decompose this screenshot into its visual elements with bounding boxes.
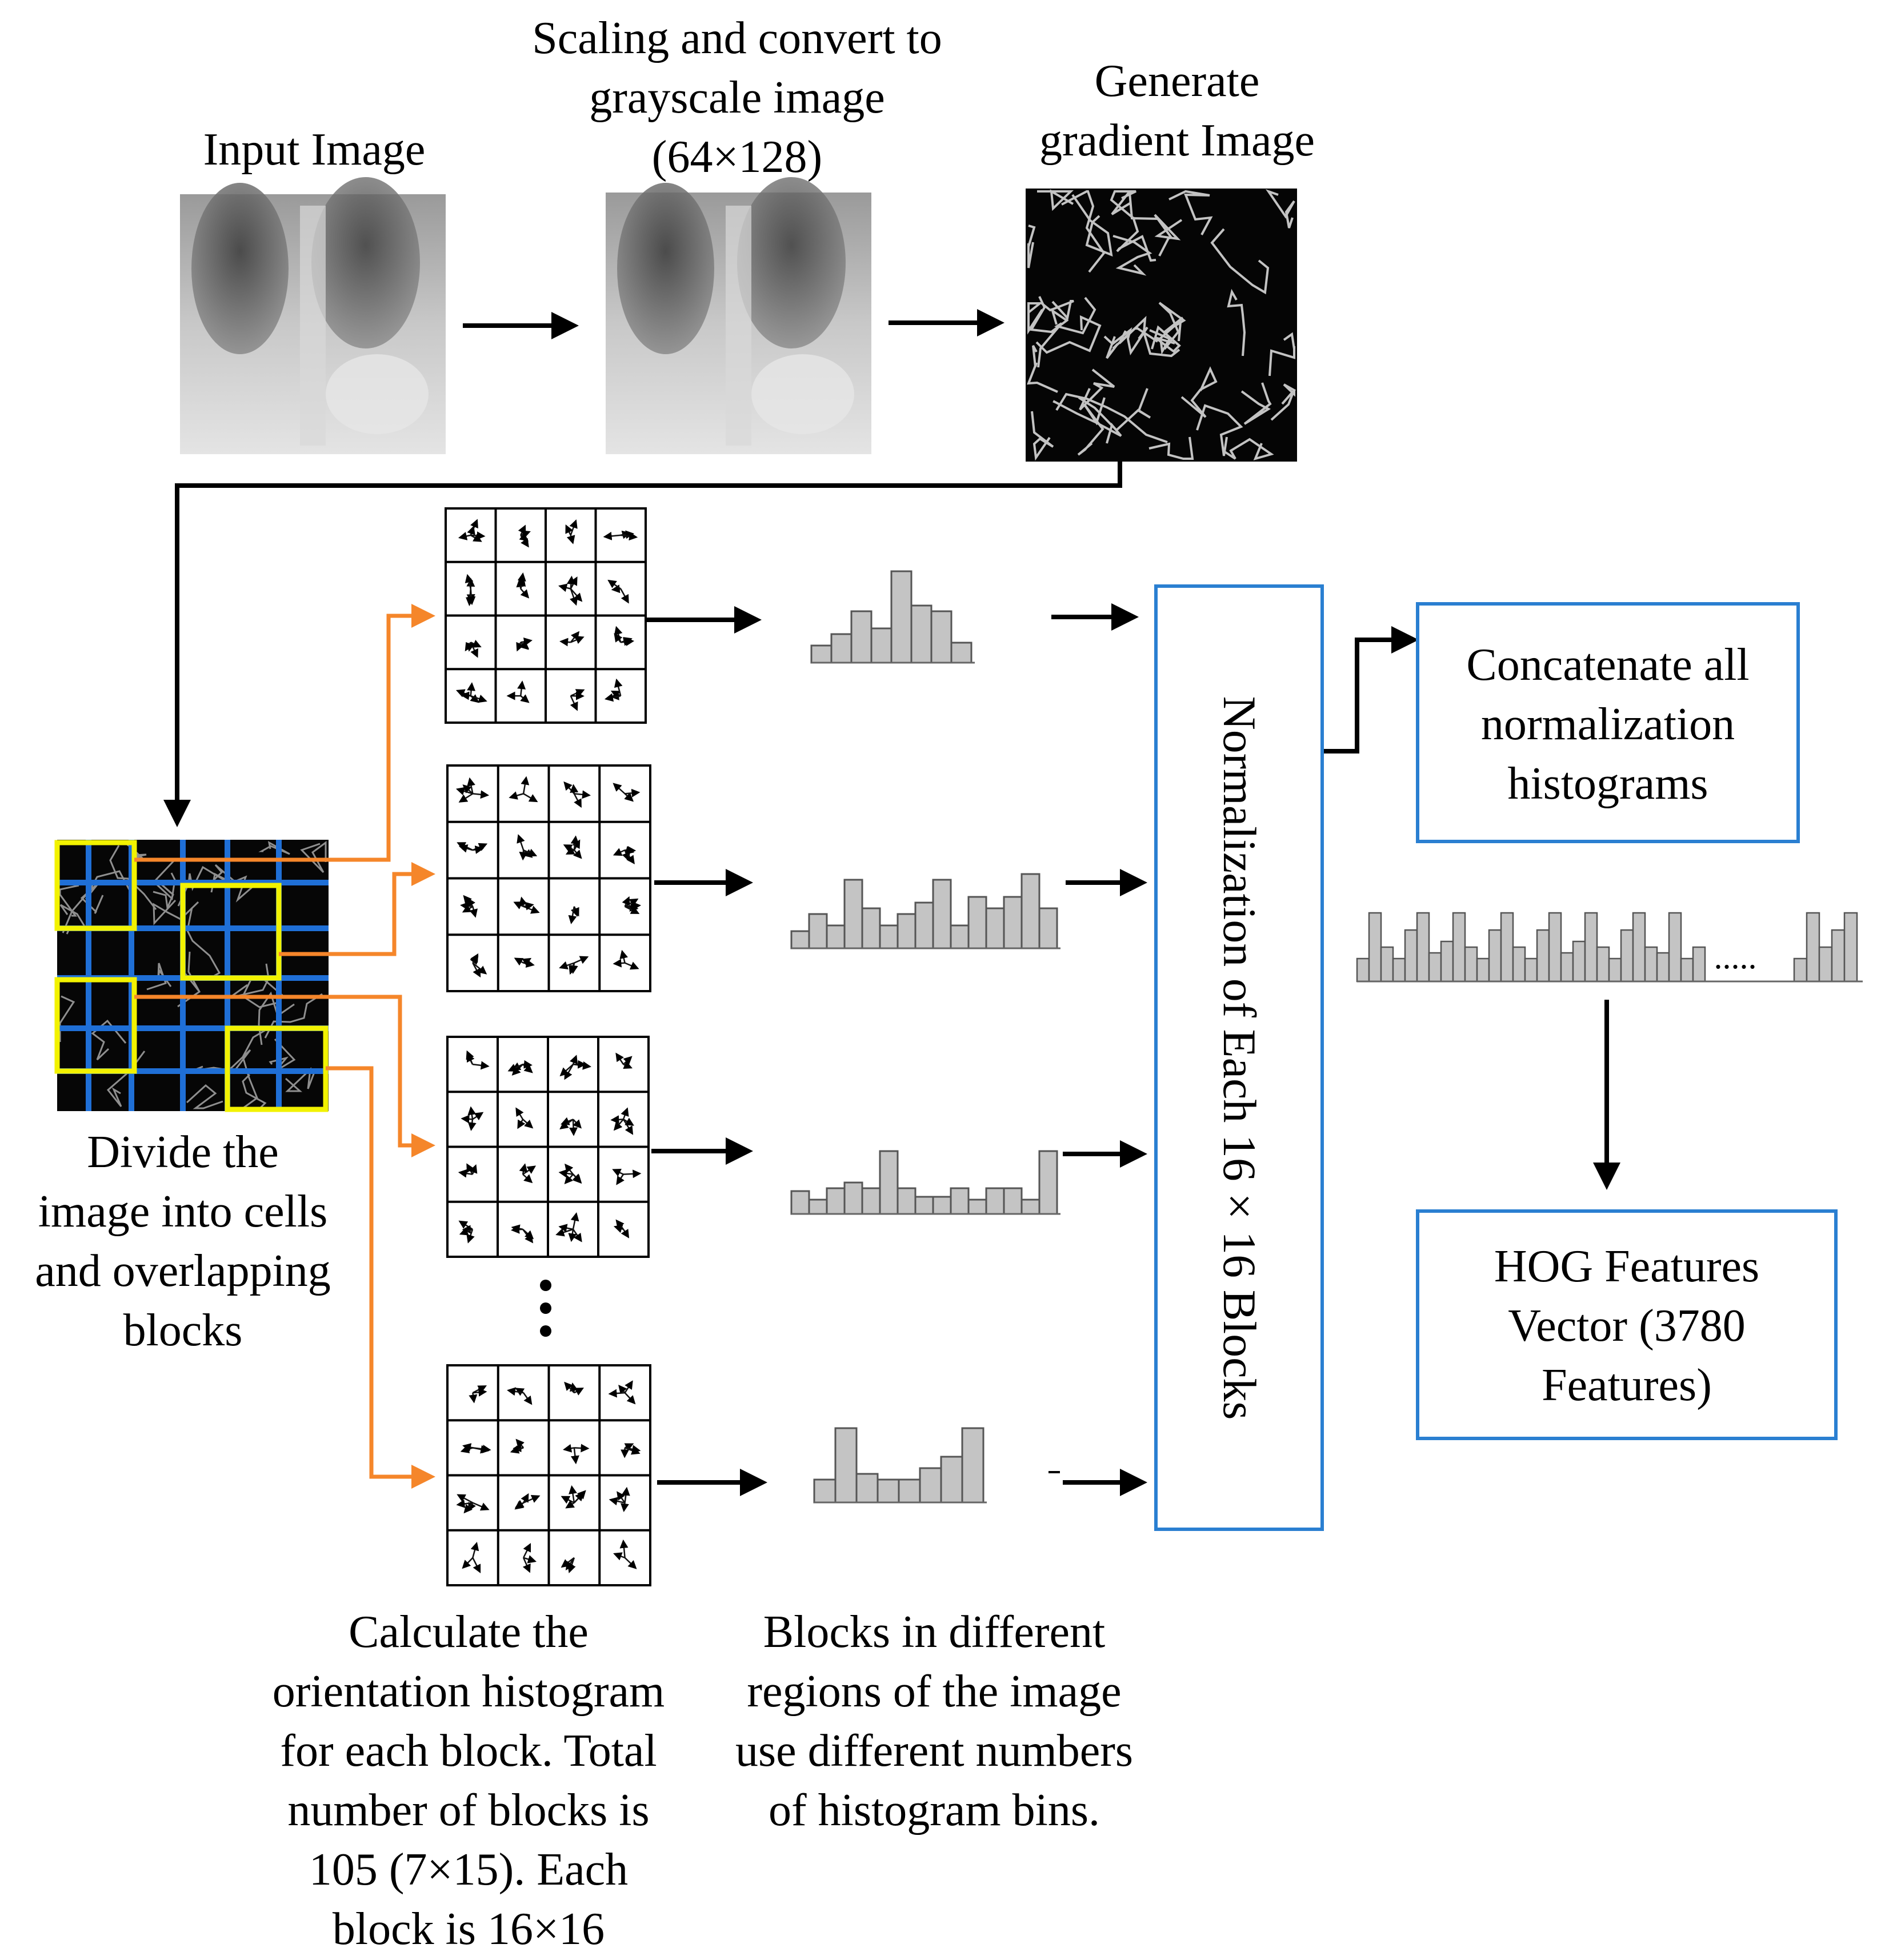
block-outline [180, 883, 282, 981]
vertical-ellipsis [540, 1280, 551, 1337]
input-image [180, 177, 446, 454]
cell-grid-4 [446, 1364, 651, 1586]
normalization-box: Normalization of Each 16 × 16 Blocks [1154, 584, 1324, 1531]
normalization-label: Normalization of Each 16 × 16 Blocks [1213, 696, 1266, 1420]
grayscale-label: Scaling and convert to grayscale image (… [532, 13, 942, 182]
concatenate-label: Concatenate all normalization histograms [1466, 640, 1750, 809]
hog-box: HOG Features Vector (3780 Features) [1416, 1209, 1838, 1440]
hog-label: HOG Features Vector (3780 Features) [1494, 1241, 1760, 1410]
concatenated-histogram [1356, 912, 1863, 983]
histogram-3 [790, 1150, 1060, 1215]
arrow-norm-to-concat [1323, 626, 1419, 753]
block-outline [54, 977, 137, 1074]
orange-arrow-2 [279, 862, 435, 956]
orange-arrow-4 [326, 1066, 435, 1489]
gradient-image [1026, 189, 1297, 462]
arrow-gradient-to-cells [163, 462, 1122, 827]
cell-grid-3 [446, 1036, 650, 1258]
cell-grid-2 [446, 764, 651, 992]
histogram-2 [790, 873, 1060, 949]
histogram-1 [810, 570, 975, 664]
gradient-label: Generate gradient Image [1039, 56, 1315, 166]
input-image-label: Input Image [203, 125, 426, 175]
divide-label: Divide the image into cells and overlapp… [35, 1127, 331, 1356]
concatenate-box: Concatenate all normalization histograms [1416, 602, 1800, 843]
grayscale-image [606, 177, 871, 454]
histogram-ellipsis: ..... [1714, 938, 1757, 976]
orange-arrow-1 [134, 604, 435, 862]
histogram-4 [813, 1427, 987, 1504]
bins-caption: Blocks in different regions of the image… [735, 1607, 1134, 1835]
cell-grid-1 [445, 507, 647, 724]
block-outline [54, 840, 137, 931]
orange-arrow-3 [134, 995, 435, 1157]
orientation-caption: Calculate the orientation histogram for … [272, 1607, 665, 1954]
cells-blocks-image [54, 840, 329, 1112]
